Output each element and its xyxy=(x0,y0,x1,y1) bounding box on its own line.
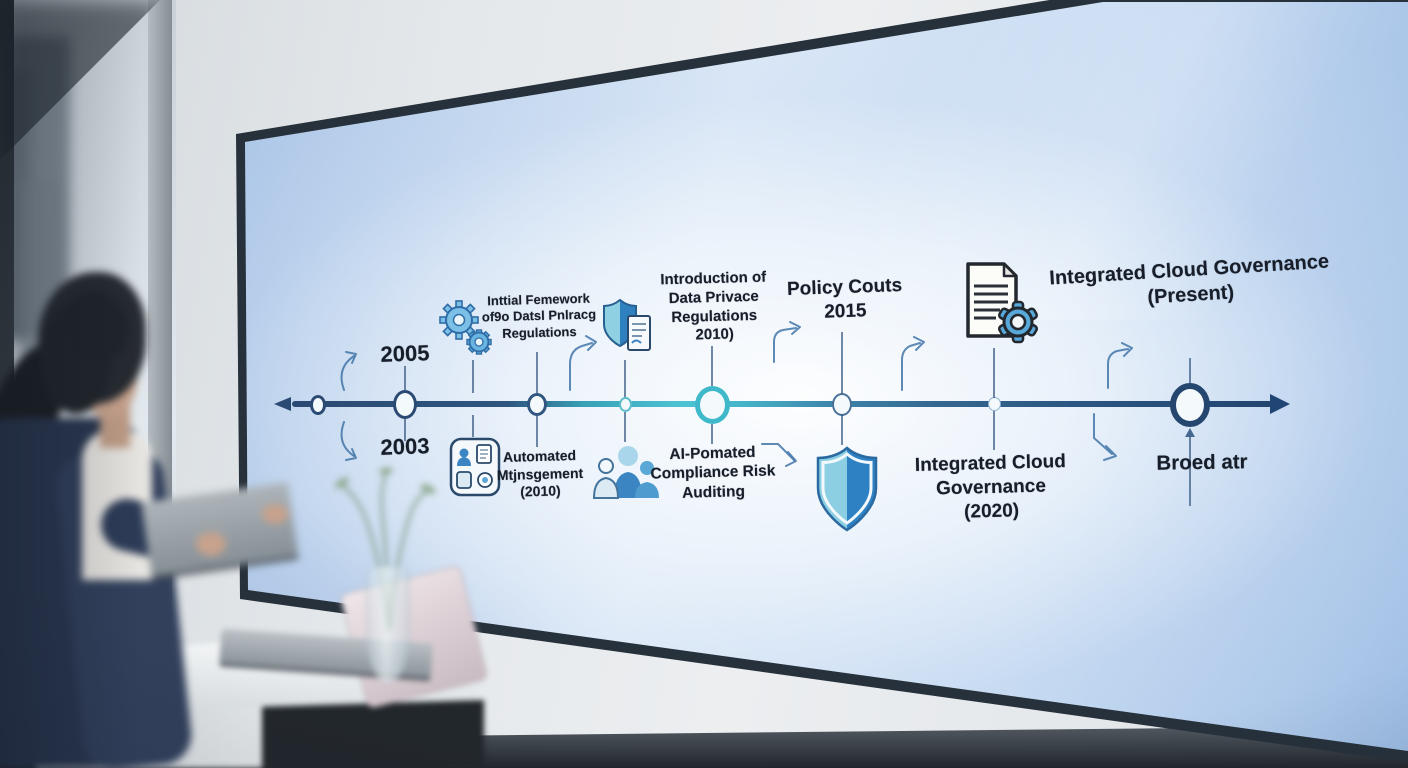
gears-icon xyxy=(438,296,498,365)
document-gear-icon xyxy=(956,258,1040,351)
timeline-node xyxy=(310,395,326,415)
timeline-node xyxy=(832,393,852,416)
person-hand xyxy=(196,532,226,556)
bent-arrow-down-icon xyxy=(761,443,797,467)
curve-arrow-up-icon xyxy=(340,351,357,391)
milestone-label-broed-atr: Broed atr xyxy=(1156,450,1248,475)
app-panel-icon xyxy=(448,436,502,503)
timeline-right-arrow-icon xyxy=(1270,394,1290,414)
timeline-node-endpoint xyxy=(1170,383,1210,427)
connector xyxy=(993,411,995,450)
desk-front-panel xyxy=(262,700,484,768)
connector xyxy=(472,415,474,437)
connector xyxy=(711,424,713,444)
milestone-label-policy-couts: Policy Couts 2015 xyxy=(786,275,903,323)
timeline-node-highlight xyxy=(695,386,730,424)
timeline-node xyxy=(527,393,547,416)
bent-arrow-up-icon xyxy=(773,321,801,363)
timeline-axis xyxy=(292,401,1272,407)
person xyxy=(0,240,320,768)
connector xyxy=(536,352,538,394)
people-group-icon xyxy=(590,442,662,507)
connector xyxy=(536,414,538,447)
bent-arrow-up-icon xyxy=(569,335,597,391)
milestone-label-initial-framework: Inttial Femework of9o Datsl Pnlracg Regu… xyxy=(481,290,597,341)
milestone-label-2005: 2005 xyxy=(380,340,430,367)
connector xyxy=(841,332,843,394)
milestone-label-automated-mgmt: Automated Mtjnsgement (2010) xyxy=(496,447,584,500)
connector xyxy=(993,348,995,398)
timeline-left-arrow-icon xyxy=(274,397,291,411)
connector xyxy=(472,360,474,393)
bent-arrow-up-icon xyxy=(1107,342,1133,389)
connector xyxy=(841,414,843,445)
curve-arrow-down-icon xyxy=(340,421,357,461)
connector xyxy=(1189,432,1191,506)
shield-icon xyxy=(812,444,882,541)
timeline-node xyxy=(393,390,417,419)
vase xyxy=(366,566,410,682)
connector xyxy=(624,360,626,397)
milestone-label-integrated-2020: Integrated Cloud Governance (2020) xyxy=(914,451,1067,523)
milestone-label-intro-privacy: Introduction of Data Privace Regulations… xyxy=(660,268,767,344)
shield-document-icon xyxy=(598,296,662,365)
connector xyxy=(404,366,406,390)
milestone-label-ai-compliance: AI-Pomated Compliance Risk Auditing xyxy=(650,443,776,502)
bent-arrow-up-icon xyxy=(901,336,925,391)
connector xyxy=(624,412,626,442)
connector xyxy=(404,419,406,441)
up-arrow-icon xyxy=(1185,428,1195,437)
bent-arrow-down-icon xyxy=(1093,413,1117,461)
connector xyxy=(711,346,713,386)
connector xyxy=(1189,358,1191,383)
timeline-node xyxy=(619,397,632,412)
person-hand xyxy=(262,504,288,524)
timeline-node xyxy=(988,397,1001,411)
